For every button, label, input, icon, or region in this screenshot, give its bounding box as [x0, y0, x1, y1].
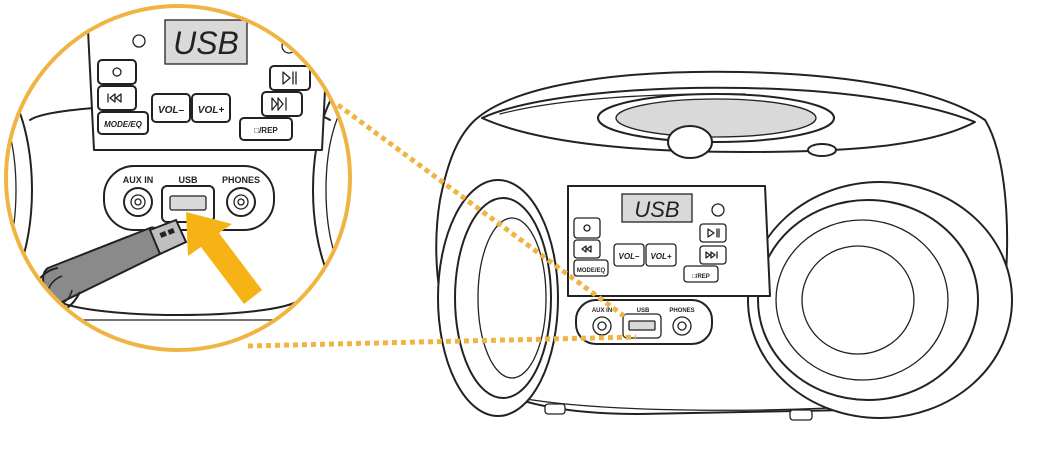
skip-forward-icon-zoom: [271, 97, 287, 111]
phones-label: PHONES: [222, 175, 260, 185]
skip-forward-button-zoom: [261, 91, 303, 117]
lcd-display: [621, 193, 693, 223]
zoom-detail: USB MODE/EQ VOL– VOL+ □/REP AUX IN: [4, 4, 352, 352]
lcd-display-zoom: [164, 19, 248, 65]
skip-back-icon: [581, 245, 592, 253]
vol-minus-label-zoom: VOL–: [158, 105, 185, 116]
vol-plus-label: VOL+: [650, 252, 671, 261]
phones-jack: [226, 187, 256, 217]
aux-in-label-small: AUX IN: [592, 308, 612, 314]
play-pause-icon-zoom: [282, 71, 297, 85]
vol-plus-button-zoom: [191, 93, 231, 123]
aux-in-label: AUX IN: [123, 175, 154, 185]
left-speaker: [437, 179, 559, 417]
jack-panel: AUX IN USB PHONES: [575, 299, 713, 345]
vol-minus-button-zoom: [151, 93, 191, 123]
usb-flash-drive: [33, 218, 188, 315]
skip-forward-button: [699, 245, 727, 265]
callout-lines: [247, 102, 637, 349]
mode-eq-button-zoom: [97, 111, 149, 135]
vol-minus-button: [613, 243, 645, 267]
lcd-display-text: USB: [634, 197, 679, 222]
aux-in-jack-small: [592, 316, 612, 336]
phones-jack-small: [672, 316, 692, 336]
play-pause-icon: [707, 228, 720, 238]
repeat-button-zoom: [239, 117, 293, 141]
right-speaker: [747, 181, 1013, 419]
vol-plus-button: [645, 243, 677, 267]
usb-connector: [148, 218, 188, 256]
boombox: USB MODE/EQ VOL– VOL+ □/REP AUX IN: [435, 70, 1013, 421]
vol-minus-label: VOL–: [619, 252, 640, 261]
usb-label: USB: [178, 175, 198, 185]
skip-forward-icon: [705, 251, 718, 259]
usb-label-small: USB: [637, 308, 650, 314]
aux-in-jack: [123, 187, 153, 217]
control-panel: USB MODE/EQ VOL– VOL+ □/REP: [567, 185, 771, 297]
power-icon-zoom: [112, 67, 122, 77]
mode-eq-button: [573, 259, 609, 277]
repeat-label: □/REP: [692, 274, 710, 280]
vol-plus-label-zoom: VOL+: [198, 105, 225, 116]
skip-back-icon-zoom: [107, 93, 122, 103]
insert-arrow: [186, 212, 262, 304]
mode-eq-label-zoom: MODE/EQ: [104, 120, 143, 129]
lcd-display-text-zoom: USB: [173, 25, 239, 61]
mode-eq-label: MODE/EQ: [577, 268, 606, 274]
power-icon: [583, 224, 591, 232]
power-button-zoom: [97, 59, 137, 85]
power-button: [573, 217, 601, 239]
phones-label-small: PHONES: [669, 308, 694, 314]
repeat-button: [683, 265, 719, 283]
zoom-circle-border: [4, 4, 352, 352]
lid-open-tab: [667, 125, 713, 159]
repeat-label-zoom: □/REP: [254, 126, 278, 135]
